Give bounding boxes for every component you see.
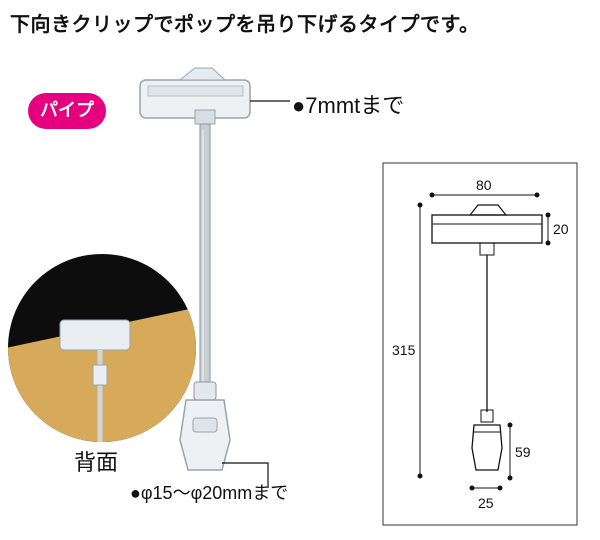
dim-height-top: 20 <box>553 221 569 237</box>
callout-leader-bottom <box>222 462 269 488</box>
dim-clip-height: 59 <box>515 444 531 460</box>
top-clip <box>139 67 251 125</box>
back-label: 背面 <box>74 451 119 476</box>
callout-thickness: ●7mmtまで <box>292 93 405 118</box>
dimension-drawing <box>382 162 578 526</box>
pole <box>199 123 211 395</box>
dim-width-top: 80 <box>476 177 492 193</box>
callout-diameter: ●φ15〜φ20mmまで <box>130 483 289 503</box>
dim-total-height: 315 <box>392 342 416 358</box>
dim-clip-width: 25 <box>478 495 494 511</box>
type-badge: パイプ <box>28 93 106 129</box>
bottom-clip <box>179 381 231 471</box>
back-photo <box>8 254 196 442</box>
page-title: 下向きクリップでポップを吊り下げるタイプです。 <box>10 12 480 36</box>
